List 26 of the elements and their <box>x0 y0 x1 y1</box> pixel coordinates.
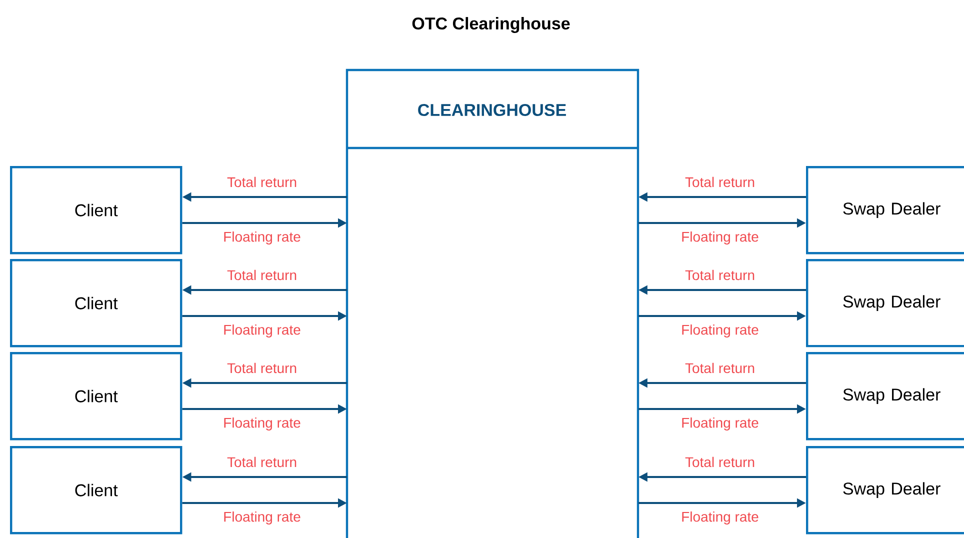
edge-label: Total return <box>685 270 754 280</box>
edge-label: Total return <box>685 456 754 468</box>
edge-label: Floating rate <box>224 324 300 338</box>
party-box: Client <box>10 446 182 534</box>
edge-label: Floating rate <box>224 511 300 525</box>
edge-label: Floating rate <box>224 231 300 245</box>
edge-label: Total return <box>227 456 296 468</box>
party-box: Client <box>10 166 182 254</box>
clearinghouse-column: CLEARINGHOUSE <box>346 68 640 538</box>
edge-label: Total return <box>685 176 754 188</box>
party-box: Client <box>10 352 182 440</box>
edge-label: Total return <box>227 176 296 188</box>
edge-label: Floating rate <box>682 511 758 525</box>
edge-label: Total return <box>227 362 296 374</box>
party-box: Client <box>10 259 182 348</box>
edge-label: Total return <box>227 270 296 280</box>
edge-label: Total return <box>685 362 754 374</box>
title: OTC Clearinghouse <box>412 17 570 33</box>
edge-label: Floating rate <box>682 417 758 431</box>
edge-label: Floating rate <box>682 231 758 245</box>
edge-label: Floating rate <box>682 324 758 338</box>
party-box: Swap Dealer <box>806 446 964 534</box>
party-box: Swap Dealer <box>806 166 964 254</box>
party-box: Swap Dealer <box>806 352 964 440</box>
edge-label: Floating rate <box>224 417 300 431</box>
party-box: Swap Dealer <box>806 259 964 348</box>
